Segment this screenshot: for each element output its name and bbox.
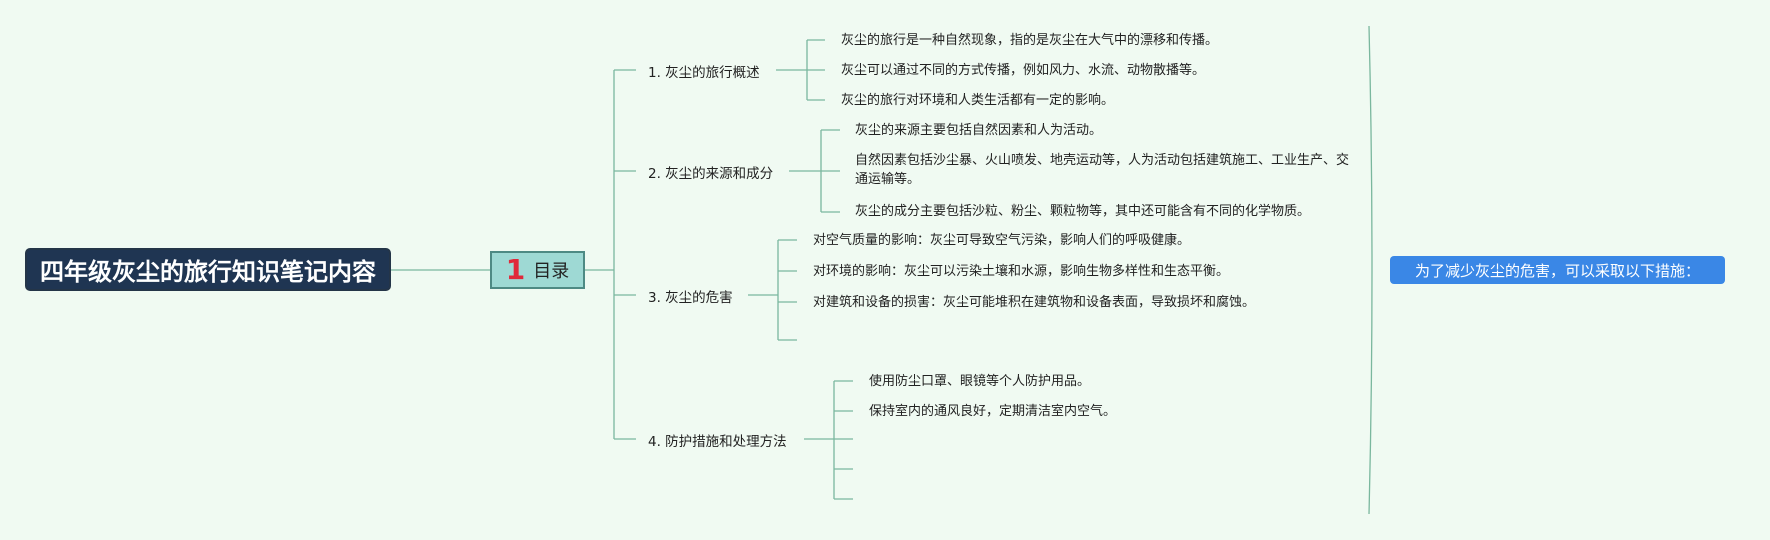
section-2-item[interactable]: 灰尘的成分主要包括沙粒、粉尘、颗粒物等，其中还可能含有不同的化学物质。 (855, 204, 1311, 219)
section-3-item[interactable]: 对空气质量的影响：灰尘可导致空气污染，影响人们的呼吸健康。 (813, 233, 1191, 248)
root-topic[interactable]: 四年级灰尘的旅行知识笔记内容 (25, 248, 391, 291)
summary-topic[interactable]: 为了减少灰尘的危害，可以采取以下措施： (1390, 256, 1725, 284)
root-title: 四年级灰尘的旅行知识笔记内容 (40, 258, 376, 286)
section-4-topic[interactable]: 4. 防护措施和处理方法 (648, 434, 787, 450)
section-2-topic[interactable]: 2. 灰尘的来源和成分 (648, 166, 774, 182)
summary-text: 为了减少灰尘的危害，可以采取以下措施： (1414, 261, 1700, 280)
section-1-topic[interactable]: 1. 灰尘的旅行概述 (648, 65, 760, 81)
section-3-item[interactable]: 对环境的影响：灰尘可以污染土壤和水源，影响生物多样性和生态平衡。 (813, 264, 1230, 279)
section-1-item[interactable]: 灰尘的旅行对环境和人类生活都有一定的影响。 (841, 93, 1115, 108)
section-4-item[interactable]: 保持室内的通风良好，定期清洁室内空气。 (869, 404, 1117, 419)
toc-node[interactable]: 1 目录 (490, 251, 585, 289)
section-4-item[interactable]: 使用防尘口罩、眼镜等个人防护用品。 (869, 374, 1091, 389)
section-1-item[interactable]: 灰尘的旅行是一种自然现象，指的是灰尘在大气中的漂移和传播。 (841, 33, 1219, 48)
toc-number: 1 (505, 253, 526, 286)
section-2-item[interactable]: 自然因素包括沙尘暴、火山喷发、地壳运动等，人为活动包括建筑施工、工业生产、交通运… (855, 153, 1350, 187)
section-3-topic[interactable]: 3. 灰尘的危害 (648, 290, 733, 306)
section-3-item[interactable]: 对建筑和设备的损害：灰尘可能堆积在建筑物和设备表面，导致损坏和腐蚀。 (813, 295, 1256, 310)
toc-label: 目录 (533, 261, 570, 282)
section-2-item[interactable]: 灰尘的来源主要包括自然因素和人为活动。 (855, 123, 1103, 138)
section-1-item[interactable]: 灰尘可以通过不同的方式传播，例如风力、水流、动物散播等。 (841, 63, 1206, 78)
